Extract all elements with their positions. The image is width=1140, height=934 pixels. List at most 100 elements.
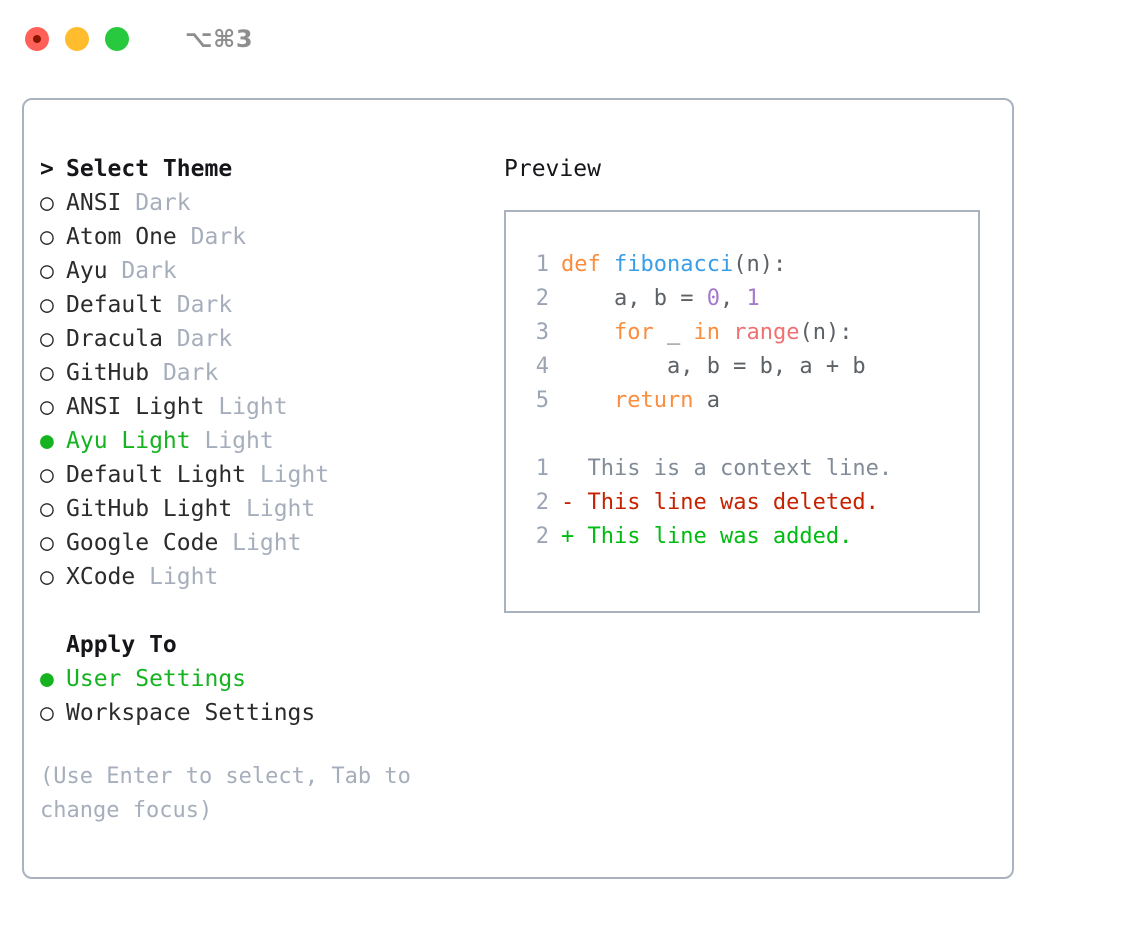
code-line: 3 for _ in range(n): [506,316,978,350]
radio-unselected-icon[interactable]: ○ [40,326,54,352]
code-token: fibonacci [613,252,734,277]
minimize-window-button[interactable] [65,27,89,51]
theme-name-label: GitHub Light [66,496,233,522]
code-token [720,320,733,345]
select-theme-heading: > Select Theme [40,152,502,186]
code-token: def [561,252,614,277]
diff-sample: 1 This is a context line.2- This line wa… [506,452,978,554]
diff-marker: + [561,524,588,549]
theme-list-item[interactable]: ○Default Dark [40,288,502,322]
diff-text: This line was deleted. [587,490,879,515]
diff-line-content: - This line was deleted. [561,486,978,520]
code-token: , [719,286,747,311]
radio-unselected-icon[interactable]: ○ [40,394,54,420]
theme-variant-tag: Dark [176,224,247,250]
code-line: 1 def fibonacci(n): [506,248,978,282]
diff-marker: - [561,490,588,515]
code-token [561,320,614,345]
code-line: 2 a, b = 0, 1 [506,282,978,316]
radio-selected-icon[interactable]: ● [40,666,54,692]
code-token: a, b = b, a + b [561,354,866,379]
radio-unselected-icon[interactable]: ○ [40,224,54,250]
diff-line-number: 2 [535,490,549,515]
diff-line-content: This is a context line. [561,452,978,486]
radio-unselected-icon[interactable]: ○ [40,496,54,522]
theme-list-item[interactable]: ○XCode Light [40,560,502,594]
theme-list-item[interactable]: ○GitHub Dark [40,356,502,390]
theme-list-item[interactable]: ○ ANSI Dark [40,186,502,220]
diff-line: 2- This line was deleted. [506,486,978,520]
radio-unselected-icon[interactable]: ○ [40,700,54,726]
radio-unselected-icon[interactable]: ○ [40,258,54,284]
theme-name-label: Default [66,292,163,318]
radio-unselected-icon[interactable]: ○ [40,190,54,216]
theme-list-item[interactable]: ○ Default Light Light [40,458,502,492]
theme-variant-tag: Dark [121,190,191,216]
preview-heading-label: Preview [504,156,601,182]
theme-name-label: ANSI [66,190,122,216]
diff-text: This line was added. [587,524,853,549]
code-token: return [613,388,694,413]
code-token: (n): [733,252,787,277]
code-token: (n): [799,320,853,345]
code-line-content: for _ in range(n): [561,316,978,350]
title-bar: ⌥⌘3 [0,0,1140,78]
radio-unselected-icon[interactable]: ○ [40,360,54,386]
theme-variant-tag: Dark [107,258,177,284]
code-token: 1 [746,286,760,311]
diff-marker [561,456,588,481]
theme-name-label: Ayu [66,258,108,284]
theme-variant-tag: Light [204,394,288,420]
code-line-content: def fibonacci(n): [561,248,978,282]
maximize-window-button[interactable] [105,27,129,51]
apply-to-list: ● User Settings ○ Workspace Settings [40,662,502,730]
code-line-content: a, b = 0, 1 [561,282,978,316]
radio-selected-icon[interactable]: ● [40,428,54,454]
theme-name-label: Default Light [66,462,247,488]
theme-selection-column: > Select Theme ○ANSI Dark○Atom One Dark○… [24,100,502,877]
theme-list-item[interactable]: ○ GitHub Light Light [40,492,502,526]
diff-line-content: + This line was added. [561,520,978,554]
code-token: a, b = [561,286,707,311]
diff-line: 2 + This line was added. [506,520,978,554]
apply-to-heading-label: Apply To [66,632,177,658]
theme-list: ○ANSI Dark○Atom One Dark○Ayu Dark○Defaul… [40,186,502,594]
help-hint-text: (Use Enter to select, Tab to change focu… [40,764,411,823]
radio-unselected-icon[interactable]: ○ [40,292,54,318]
code-token: range [733,320,800,345]
theme-list-item[interactable]: ○ ANSI Light Light [40,390,502,424]
theme-name-label: GitHub [66,360,150,386]
apply-to-bullet-placeholder: ○ [40,628,66,662]
theme-name-label: Dracula [66,326,163,352]
theme-name-label: ANSI Light [66,394,205,420]
theme-variant-tag: Dark [162,326,233,352]
theme-list-item[interactable]: ○Google Code Light [40,526,502,560]
theme-list-item[interactable]: ●Ayu Light Light [40,424,502,458]
theme-list-item[interactable]: ○ Dracula Dark [40,322,502,356]
apply-to-list-item[interactable]: ● User Settings [40,662,502,696]
close-window-button[interactable] [25,27,49,51]
apply-to-list-item[interactable]: ○ Workspace Settings [40,696,502,730]
diff-line-number: 2 [535,524,549,549]
code-line-number: 2 [535,286,549,311]
apply-to-label: User Settings [66,666,247,692]
theme-variant-tag: Light [135,564,219,590]
radio-unselected-icon[interactable]: ○ [40,530,54,556]
theme-variant-tag: Light [246,462,330,488]
diff-line-number: 1 [535,456,549,481]
theme-variant-tag: Light [190,428,274,454]
keyboard-shortcut-label: ⌥⌘3 [185,25,254,53]
theme-list-item[interactable]: ○Atom One Dark [40,220,502,254]
main-panel: > Select Theme ○ANSI Dark○Atom One Dark○… [22,98,1014,879]
code-line-number: 3 [535,320,549,345]
radio-unselected-icon[interactable]: ○ [40,564,54,590]
prompt-caret-icon: > [40,156,68,182]
apply-to-label: Workspace Settings [66,700,316,726]
code-line-number: 1 [535,252,549,277]
theme-list-item[interactable]: ○ Ayu Dark [40,254,502,288]
theme-variant-tag: Light [232,496,316,522]
radio-unselected-icon[interactable]: ○ [40,462,54,488]
